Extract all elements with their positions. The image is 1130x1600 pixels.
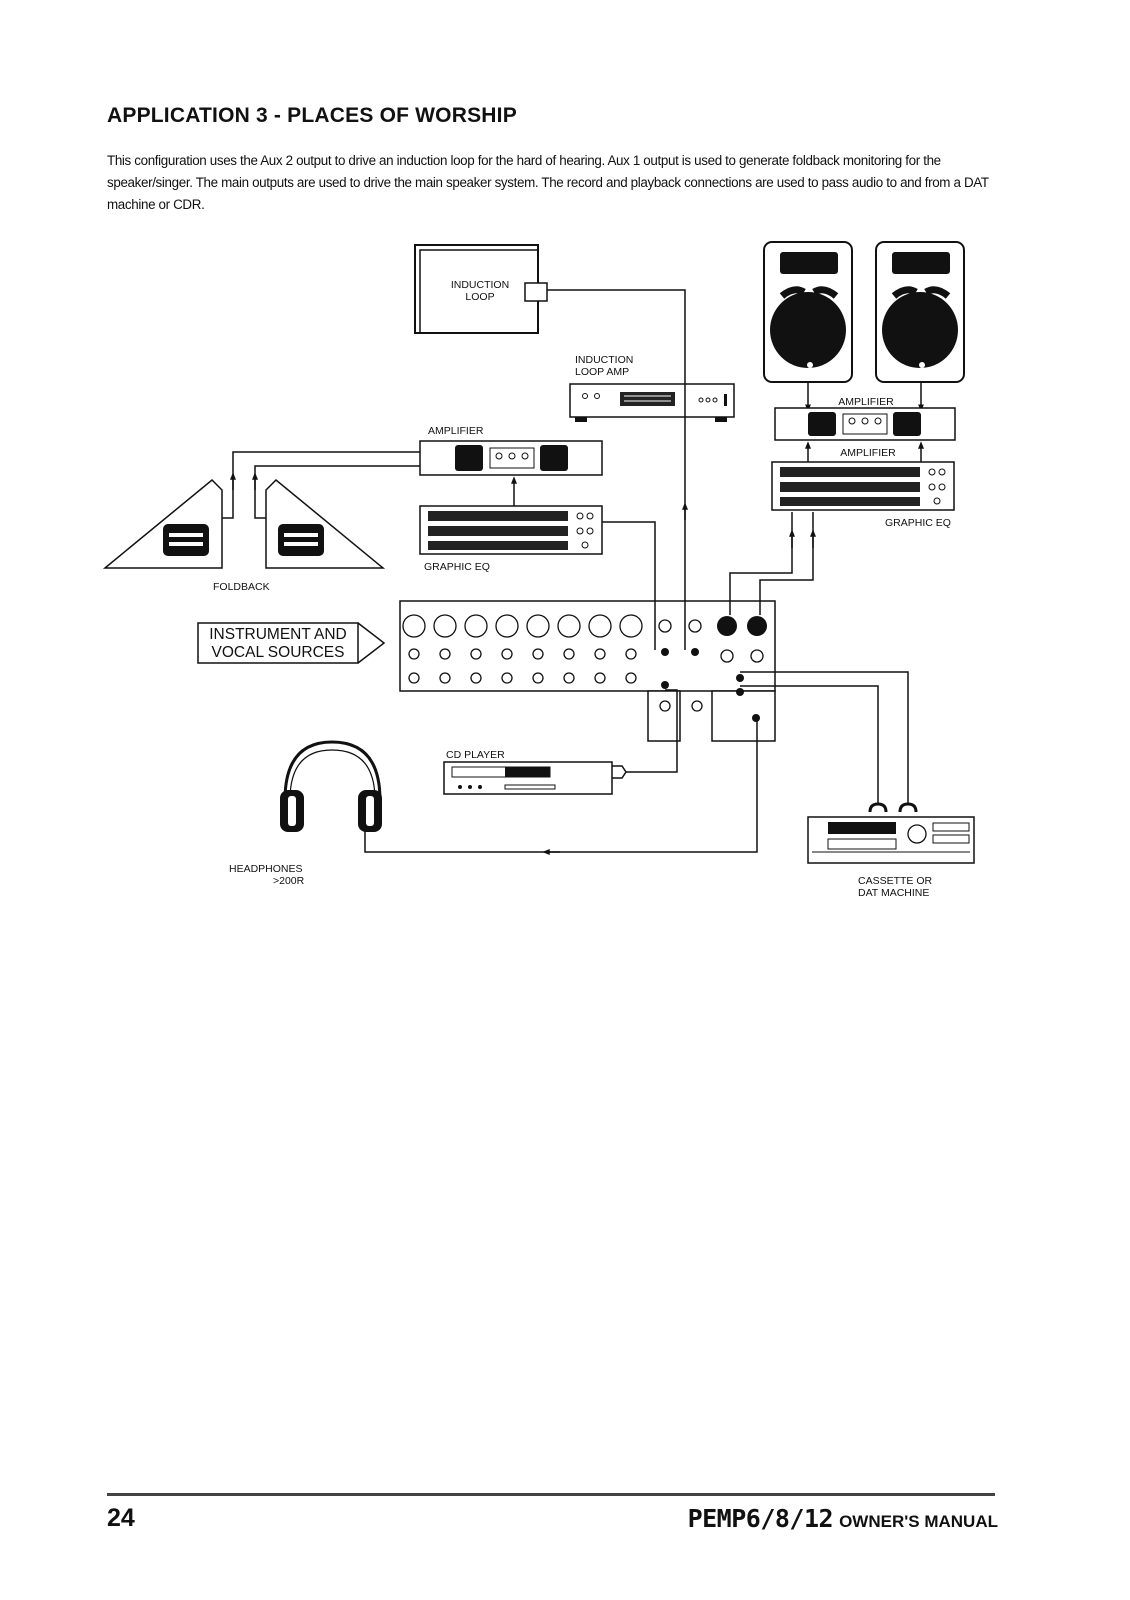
sources-box <box>197 622 386 664</box>
cd-player-icon <box>443 761 627 795</box>
cd-player-label: CD PLAYER <box>446 749 505 761</box>
induction-loop-label-2: LOOP <box>465 291 494 303</box>
headphones-label-2: >200R <box>273 875 305 887</box>
induction-loop-amp-icon <box>569 383 735 422</box>
amplifier-right-bottom-label: AMPLIFIER <box>840 447 896 459</box>
manual-title: PEMP6/8/12 OWNER'S MANUAL <box>688 1504 998 1534</box>
induction-loop-icon <box>414 244 548 334</box>
amplifier-right-top-label: AMPLIFIER <box>838 396 894 408</box>
graphic-eq-right-label: GRAPHIC EQ <box>885 517 951 529</box>
intro-paragraph: This configuration uses the Aux 2 output… <box>107 153 989 212</box>
cassette-dat-icon <box>807 802 975 864</box>
headphones-label-1: HEADPHONES <box>229 863 303 875</box>
signal-cables <box>222 289 909 853</box>
foldback-wedge-left-icon <box>102 478 223 569</box>
amplifier-left-icon <box>419 440 603 476</box>
footer-rule <box>107 1493 995 1496</box>
main-speaker-left-icon <box>763 241 853 383</box>
manual-suffix: OWNER'S MANUAL <box>839 1512 998 1531</box>
foldback-label: FOLDBACK <box>213 581 270 593</box>
graphic-eq-left-label: GRAPHIC EQ <box>424 561 490 573</box>
graphic-eq-left-icon <box>419 505 603 555</box>
induction-amp-label-2: LOOP AMP <box>575 366 629 378</box>
main-speaker-right-icon <box>875 241 965 383</box>
graphic-eq-right-icon <box>771 461 955 511</box>
sources-label-1: INSTRUMENT AND <box>209 626 347 643</box>
headphones-icon <box>280 740 382 832</box>
manual-model: PEMP6/8/12 <box>687 1504 834 1533</box>
induction-loop-label-1: INDUCTION <box>451 279 509 291</box>
sources-label-2: VOCAL SOURCES <box>212 644 345 661</box>
amplifier-left-label: AMPLIFIER <box>428 425 484 437</box>
cassette-label-2: DAT MACHINE <box>858 887 929 899</box>
page-number: 24 <box>107 1504 135 1532</box>
cassette-label-1: CASSETTE OR <box>858 875 933 887</box>
foldback-wedge-right-icon <box>265 478 386 569</box>
amplifier-right-icon <box>774 407 956 441</box>
induction-amp-label-1: INDUCTION <box>575 354 633 366</box>
page-title: APPLICATION 3 - PLACES OF WORSHIP <box>107 104 517 127</box>
mixer-console-icon <box>399 600 776 742</box>
